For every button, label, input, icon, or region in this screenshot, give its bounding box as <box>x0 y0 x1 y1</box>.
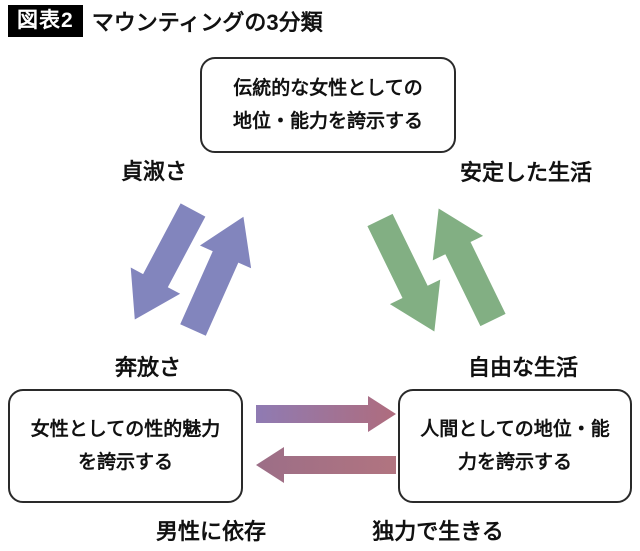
figure-title-row: 図表2 マウンティングの3分類 <box>8 5 323 37</box>
arrow-pair-right <box>367 208 506 332</box>
label-live-independently: 独力で生きる <box>372 519 504 544</box>
node-human-status-line2: 力を誇示する <box>457 452 572 473</box>
node-sexual-appeal-line2: を誇示する <box>77 452 173 473</box>
node-human-status-line1: 人間としての地位・能 <box>420 418 610 440</box>
label-stable-life: 安定した生活 <box>459 160 593 185</box>
arrow-right-icon <box>256 396 396 432</box>
node-sexual-appeal-line1: 女性としての性的魅力 <box>30 418 221 440</box>
arrow-pair-left <box>130 203 252 336</box>
figure-title: マウンティングの3分類 <box>91 10 323 35</box>
figure-badge: 図表2 <box>8 5 83 37</box>
label-free-life: 自由な生活 <box>467 355 579 380</box>
arrow-down-right-icon <box>367 213 441 332</box>
label-unrestrained: 奔放さ <box>114 355 182 380</box>
node-sexual-appeal: 女性としての性的魅力 を誇示する <box>8 389 243 503</box>
arrow-left-icon <box>256 447 396 483</box>
label-depend-on-men: 男性に依存 <box>155 519 267 544</box>
node-traditional-status-line1: 伝統的な女性としての <box>233 77 423 99</box>
node-traditional-status: 伝統的な女性としての 地位・能力を誇示する <box>200 57 456 153</box>
arrow-up-right-icon <box>180 216 252 336</box>
node-traditional-status-line2: 地位・能力を誇示する <box>232 111 423 132</box>
node-human-status: 人間としての地位・能 力を誇示する <box>398 389 632 503</box>
arrow-up-left-icon <box>432 208 506 327</box>
label-chastity: 貞淑さ <box>120 159 188 184</box>
arrow-down-left-icon <box>130 203 206 320</box>
arrow-pair-horizontal <box>256 396 396 483</box>
